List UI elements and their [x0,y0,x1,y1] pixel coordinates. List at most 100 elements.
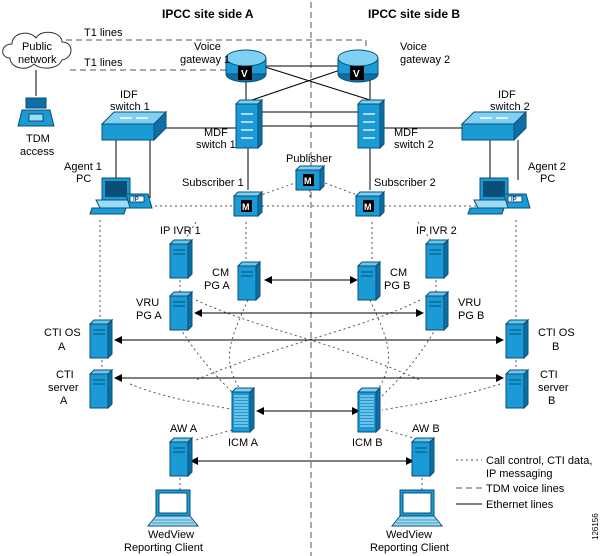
legend-ethernet-label: Ethernet lines [486,499,554,511]
cmpga-ctib-ctl [195,299,421,381]
agent-1-label-2: PC [76,173,91,185]
voice-gateway-2-icon: V [337,49,379,83]
gateway-1-glyph: V [241,69,248,80]
t1-lines-label-bottom: T1 lines [84,57,123,69]
icm-b-label: ICM B [352,437,383,449]
cm-pg-b-label-1: CM [390,267,407,279]
agent-2-label-1: Agent 2 [528,161,566,173]
public-network-cloud-icon [2,31,72,69]
gateway-2-glyph: V [353,69,360,80]
site-a-header: IPCC site side A [162,7,254,21]
sub1-pub-ctl [257,181,299,197]
icmb-awb-ctl [385,429,421,441]
cti-server-a-icon [89,369,113,409]
subscriber-1-glyph: M [242,202,250,212]
aw-b-server-icon [411,437,435,477]
ctib-icmb-ctl [381,383,501,411]
webview-a-label-2: Reporting Client [124,542,203,554]
ctia-icma-ctl [129,383,237,411]
aw-a-label: AW A [170,423,198,435]
cmpga-icma-ctl [229,299,249,393]
mdf-switch-2-icon [356,98,386,150]
legend: Call control, CTI data, IP messaging TDM… [456,455,592,511]
publisher-label: Publisher [286,153,332,165]
vrupgb-icmb-ctl [381,327,437,397]
cm-pg-a-label-1: CM [212,267,229,279]
publisher-callmanager-icon: M [294,164,326,192]
public-network-label-2: network [18,54,57,66]
aw-a-server-icon [169,437,193,477]
ip-ivr-1-server-icon [169,239,193,279]
cti-os-b-label-1: CTI OS [538,327,575,339]
cti-server-a-label-3: A [60,395,68,407]
idf-switch-2-icon [460,110,528,142]
cti-server-a-label-1: CTI [56,369,74,381]
voice-gateway-1-label-1: Voice [194,41,221,53]
idf-switch-1-icon [100,110,168,142]
cti-server-b-label-1: CTI [540,369,558,381]
cmpgb-ctia-ctl [195,299,421,381]
cmpgb-icmb-ctl [369,299,389,393]
gw2-mdf1-link [251,65,353,101]
mdf-switch-1-label-2: switch 1 [196,139,236,151]
figure-id: 126156 [591,513,600,540]
arrow-icm-link [256,407,360,415]
subscriber-2-glyph: M [364,202,372,212]
agent-1-pc-phone-icon: IP [89,177,153,215]
mdf-switch-1-label-1: MDF [204,127,228,139]
tdm-access-label-2: access [20,146,55,158]
arrow-cmpg-link [264,276,358,284]
voice-gateway-1-icon: V [225,49,267,83]
idf-switch-2-label-2: switch 2 [490,101,530,113]
agent-1-phone-glyph: IP [133,197,139,203]
t1-line-top [66,39,367,50]
webview-b-label-1: WedView [386,529,432,541]
t1-lines-label-top: T1 lines [84,27,123,39]
cti-os-a-label-2: A [58,341,66,353]
webview-b-label-2: Reporting Client [370,542,449,554]
legend-tdm-label: TDM voice lines [486,483,565,495]
cm-pg-a-label-2: PG A [204,280,230,292]
arrow-aw-link [190,457,414,465]
vru-pg-a-label-2: PG A [136,310,162,322]
agent-2-phone-glyph: IP [511,197,517,203]
legend-control-label-1: Call control, CTI data, [486,455,592,467]
cti-os-b-label-2: B [552,341,559,353]
idf-switch-1-label-1: IDF [120,89,138,101]
cti-os-b-server-icon [505,319,529,359]
icm-b-server-icon [356,386,382,434]
ip-ivr-2-label: IP IVR 2 [416,225,457,237]
arrow-ctios-link [114,336,504,344]
cti-os-a-server-icon [89,319,113,359]
legend-control-label-2: IP messaging [486,468,552,480]
publisher-glyph: M [304,176,312,186]
agent-1-label-1: Agent 1 [64,161,102,173]
subscriber-2-label: Subscriber 2 [374,177,436,189]
vru-pg-a-server-icon [169,291,193,331]
vru-pg-a-label-1: VRU [136,297,159,309]
ip-ivr-1-label: IP IVR 1 [160,225,201,237]
agent-2-label-2: PC [540,173,555,185]
public-network-label-1: Public [22,41,52,53]
vru-pg-b-server-icon [425,291,449,331]
webview-a-label-1: WedView [148,529,194,541]
cti-server-b-label-3: B [548,395,555,407]
tdm-phone-icon [17,97,55,127]
tdm-access-label-1: TDM [26,133,50,145]
site-b-header: IPCC site side B [368,7,460,21]
subscriber-1-label: Subscriber 1 [182,177,244,189]
subscriber-1-icon: M [232,190,264,218]
voice-gateway-2-label-2: gateway 2 [400,54,450,66]
cti-server-b-label-2: server [538,382,569,394]
ip-ivr-2-server-icon [425,239,449,279]
idf-switch-1-label-2: switch 1 [110,101,150,113]
mdf-switch-2-label-1: MDF [394,127,418,139]
aw-b-label: AW B [412,423,440,435]
voice-gateway-2-label-1: Voice [400,41,427,53]
webview-client-b-laptop-icon [391,489,443,527]
agent-2-pc-phone-icon: IP [467,177,531,215]
voice-gateway-1-label-2: gateway 1 [180,54,230,66]
icm-a-label: ICM A [228,437,259,449]
